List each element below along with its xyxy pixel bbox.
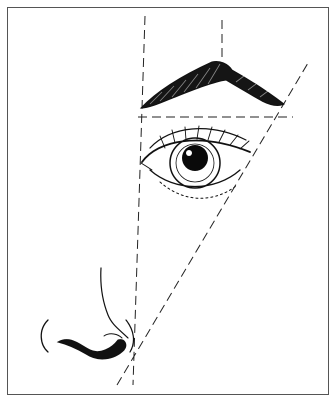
pupil: [182, 145, 208, 171]
pupil-highlight: [186, 150, 192, 156]
guide-vertical-inner-eye: [133, 16, 145, 385]
eyelashes: [160, 126, 249, 149]
guide-diagonal-nose-to-brow: [117, 63, 308, 385]
nostril: [58, 340, 126, 359]
lower-eyelid: [150, 170, 240, 187]
nose: [41, 268, 133, 359]
nose-bridge: [101, 268, 128, 338]
nose-ala-left: [41, 320, 48, 352]
tear-duct: [141, 163, 152, 170]
nose-right-edge: [126, 320, 133, 352]
eyebrow: [141, 61, 284, 108]
eyebrow-shape: [141, 61, 284, 108]
nose-tip-highlight: [104, 334, 122, 338]
eye: [141, 126, 250, 198]
lower-lid-crease: [160, 182, 236, 198]
